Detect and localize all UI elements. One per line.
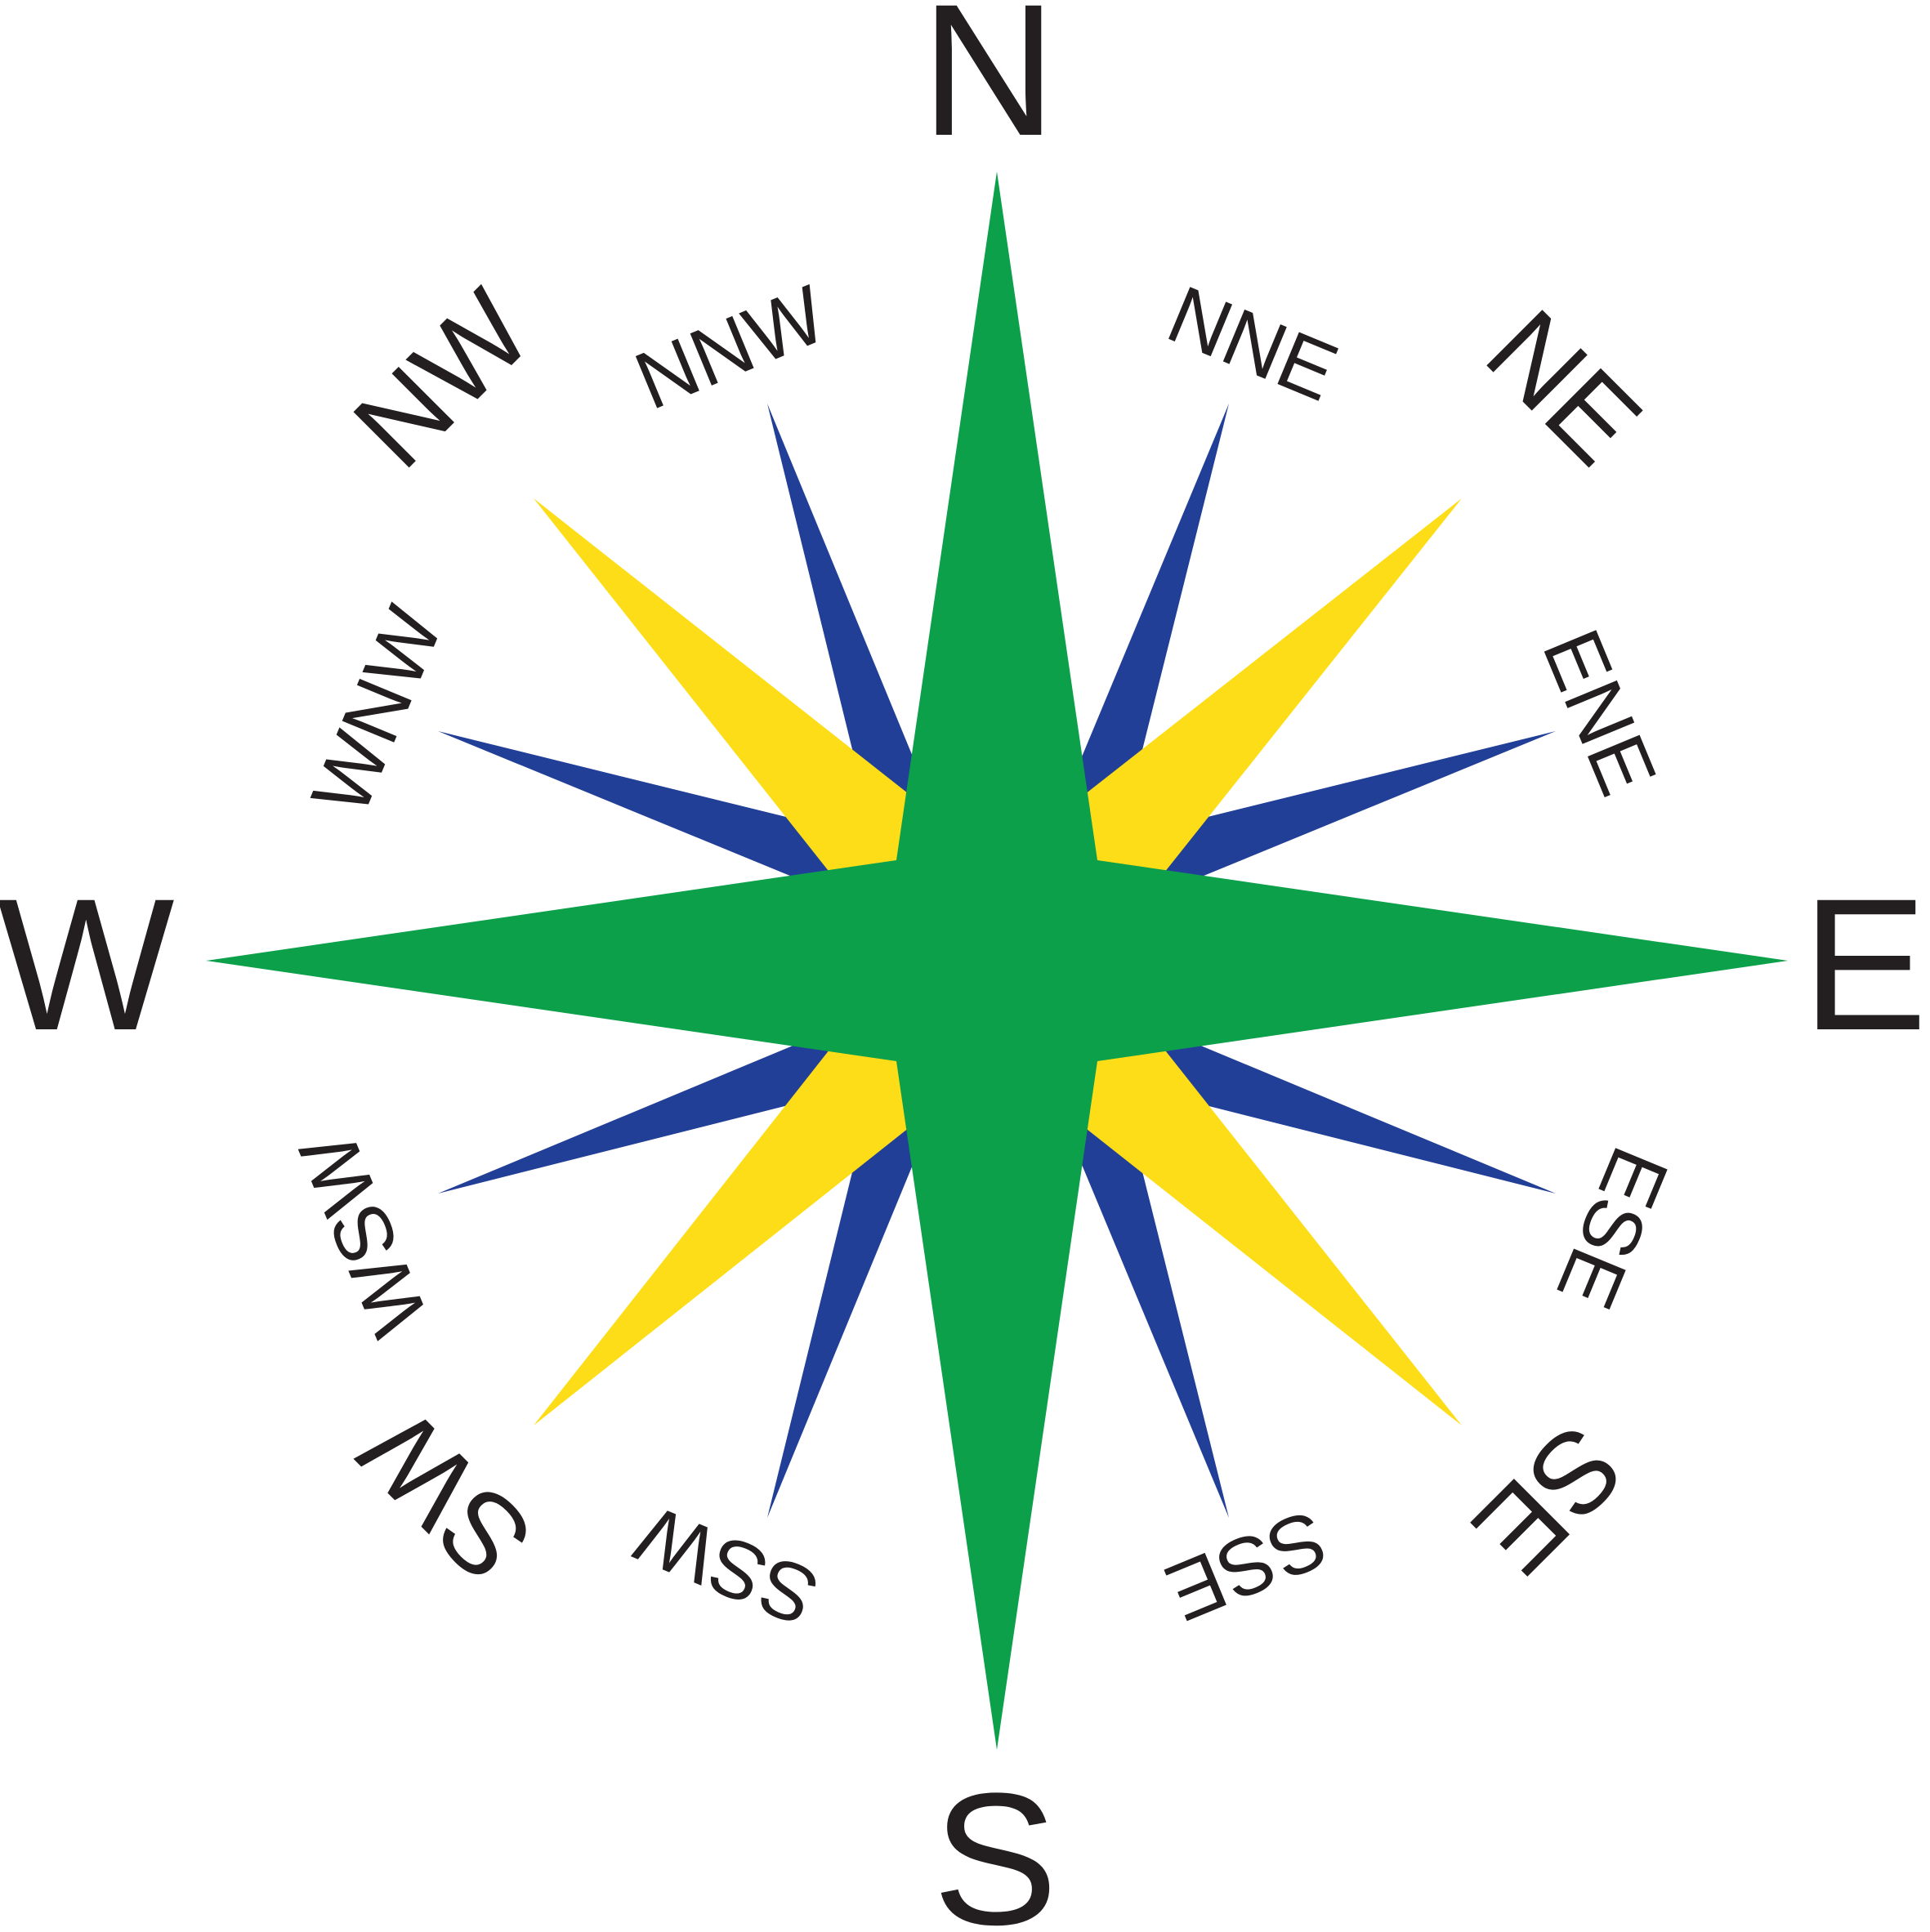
label-nnw: NNW <box>623 268 838 427</box>
ray-ne <box>994 498 1462 964</box>
ray-sw <box>534 957 1000 1426</box>
label-s: S <box>932 1754 1057 1932</box>
label-wnw: WNW <box>294 594 461 827</box>
label-se: SE <box>1450 1401 1648 1600</box>
ray-se <box>994 957 1462 1426</box>
label-w: W <box>0 859 175 1069</box>
label-ssw: SSW <box>623 1488 831 1644</box>
label-ene: ENE <box>1525 618 1673 808</box>
label-sse: SSE <box>1154 1492 1340 1639</box>
label-nne: NNE <box>1155 268 1350 418</box>
label-ne: NE <box>1463 285 1666 489</box>
label-wsw: WSW <box>282 1120 446 1348</box>
label-ese: ESE <box>1539 1135 1686 1321</box>
label-e: E <box>1802 859 1927 1069</box>
label-nw: NW <box>329 266 555 492</box>
label-n: N <box>921 0 1057 175</box>
ray-cardinal-star <box>206 172 1788 1750</box>
compass-rays <box>206 172 1788 1750</box>
label-sw: SW <box>335 1385 556 1606</box>
ray-nw <box>534 498 1000 964</box>
